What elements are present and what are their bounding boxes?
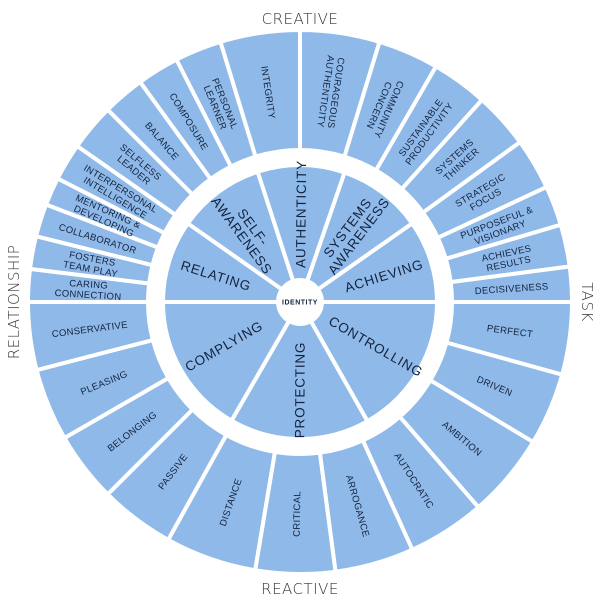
outer-segment-label: DECISIVENESS (474, 281, 548, 297)
outer-segment-community-concern: COMMUNITYCONCERN (341, 39, 439, 174)
inner-segment-label: PROTECTING (292, 342, 307, 439)
axis-label-reactive: REACTIVE (261, 580, 339, 598)
inner-label-line: AUTHENTICITY (293, 160, 309, 268)
inner-segment-protecting: PROTECTING (228, 318, 371, 441)
outer-segment-label: CARINGCONNECTION (54, 277, 122, 303)
identity-label: IDENTITY (282, 300, 318, 307)
outer-segment-autocratic: AUTOCRATIC (360, 413, 482, 553)
outer-label-line: CARING (69, 278, 108, 291)
outer-label-line: DECISIVENESS (474, 281, 548, 297)
axis-label-creative: CREATIVE (262, 10, 339, 28)
outer-segment-achieves-results: ACHIEVESRESULTS (443, 222, 572, 285)
outer-segment-conservative: CONSERVATIVE (25, 300, 156, 373)
identity-circle (278, 280, 322, 324)
inner-label-line: PROTECTING (292, 342, 307, 439)
outer-segment-arrogance: ARROGANCE (317, 437, 416, 574)
axis-label-task: TASK (578, 282, 596, 322)
axis-label-relationship: RELATIONSHIP (5, 245, 23, 360)
outer-segment-belonging: BELONGING (61, 375, 196, 498)
inner-segment-label: AUTHENTICITY (293, 160, 309, 268)
outer-segment-decisiveness: DECISIVENESS (448, 264, 575, 304)
outer-segment-label: CRITICAL (292, 491, 304, 537)
inner-segment-relating: RELATING (160, 220, 285, 304)
outer-segment-caring-connection: CARINGCONNECTION (25, 266, 152, 304)
outer-label-line: CRITICAL (292, 491, 304, 537)
outer-label-line: CONNECTION (54, 288, 121, 303)
outer-segment-shape (25, 300, 156, 373)
